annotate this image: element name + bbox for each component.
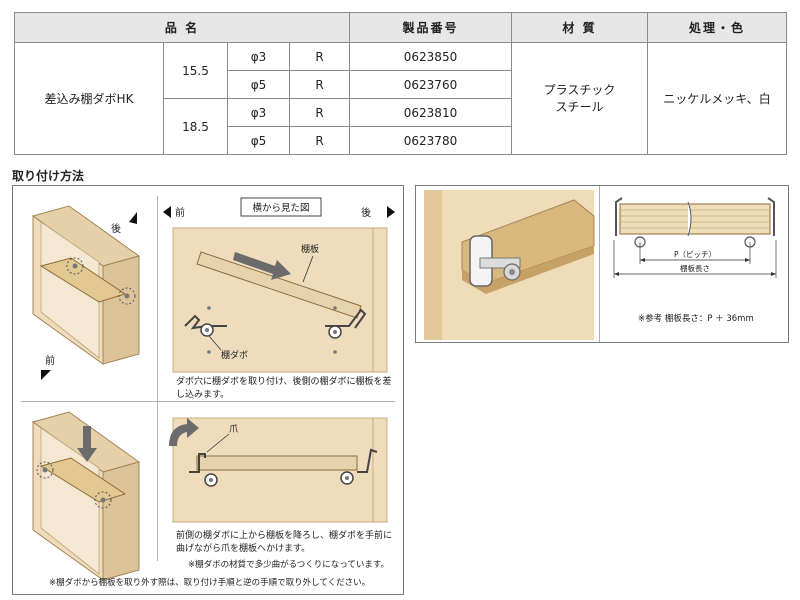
reference-note: ※参考 棚板長さ：P ＋ 36mm bbox=[638, 314, 754, 324]
removal-note: ※棚ダボから棚板を取り外す際は、取り付け手順と逆の手順で取り外してください。 bbox=[49, 578, 371, 588]
installation-panel: 後 前 前 後 横から見た図 棚板 棚ダボ ダボ穴に棚ダボを取り付け、後側の棚ダ… bbox=[12, 185, 404, 595]
code-cell: 0623760 bbox=[349, 70, 512, 99]
cabinet-step1-illustration: 後 前 bbox=[31, 205, 141, 380]
table-row: φ5 R 0623780 bbox=[15, 126, 787, 155]
horizontal-divider bbox=[21, 401, 395, 402]
material-cell: プラスチック スチール bbox=[511, 42, 648, 155]
side-view-step2-illustration: 爪 bbox=[169, 417, 388, 523]
r-cell: R bbox=[289, 126, 350, 155]
material-note: ※棚ダボの材質で多少曲がるつくりになっています。 bbox=[188, 560, 390, 570]
r-cell: R bbox=[289, 70, 350, 99]
view-label-box bbox=[240, 197, 322, 217]
table-row: 18.5 φ3 R 0623810 bbox=[15, 98, 787, 155]
code-cell: 0623810 bbox=[349, 98, 512, 127]
material-line-1: プラスチック bbox=[543, 82, 616, 97]
dia-cell: φ5 bbox=[227, 126, 290, 155]
dia-cell: φ5 bbox=[227, 70, 290, 99]
material-line-2: スチール bbox=[555, 99, 604, 114]
detail-divider bbox=[599, 186, 600, 342]
box-back-label: 後 bbox=[111, 222, 121, 235]
code-cell: 0623780 bbox=[349, 126, 512, 155]
length-label: 棚板長さ bbox=[680, 263, 710, 273]
table-row: φ5 R 0623760 bbox=[15, 70, 787, 99]
step1-caption: ダボ穴に棚ダボを取り付け、後側の棚ダボに棚板を差し込みます。 bbox=[176, 377, 392, 400]
header-code: 製品番号 bbox=[349, 12, 512, 43]
front-label: 前 bbox=[175, 206, 185, 219]
detail-panel: P（ピッチ） 棚板長さ ※参考 棚板長さ：P ＋ 36mm bbox=[415, 185, 789, 343]
table-row: 差込み棚ダボHK 15.5 φ3 R 0623850 プラスチック スチール ニ… bbox=[14, 42, 787, 155]
code-cell: 0623850 bbox=[349, 42, 512, 71]
rotate-arrow-icon bbox=[169, 418, 199, 446]
header-name: 品 名 bbox=[14, 12, 350, 43]
vertical-divider bbox=[157, 196, 158, 561]
r-cell: R bbox=[289, 42, 350, 71]
size-cell: 15.5 bbox=[163, 42, 228, 99]
front-triangle-icon bbox=[41, 370, 51, 380]
box-front-label: 前 bbox=[45, 354, 55, 367]
dimension-drawing: P（ピッチ） 棚板長さ bbox=[613, 197, 777, 278]
spec-table: 品 名 製品番号 材 質 処理・色 差込み棚ダボHK 15.5 φ3 R 062… bbox=[14, 12, 787, 155]
table-header-row: 品 名 製品番号 材 質 処理・色 bbox=[14, 12, 787, 43]
side-view-step1-illustration: 前 後 横から見た図 棚板 棚ダボ bbox=[163, 197, 395, 373]
size-cell: 18.5 bbox=[163, 98, 228, 155]
section-title: 取り付け方法 bbox=[12, 169, 85, 183]
back-arrow-icon bbox=[387, 206, 395, 218]
claw-label: 爪 bbox=[229, 424, 238, 435]
step2-caption: 前側の棚ダボに上から棚板を降ろし、棚ダボを手前に曲げながら爪を棚板へかけます。 bbox=[176, 531, 393, 554]
header-material: 材 質 bbox=[511, 12, 648, 43]
view-label: 横から見た図 bbox=[252, 202, 309, 214]
r-cell: R bbox=[289, 98, 350, 127]
header-finish: 処理・色 bbox=[647, 12, 787, 43]
dowel-label: 棚ダボ bbox=[221, 349, 248, 361]
back-label: 後 bbox=[361, 206, 371, 219]
insert-arrow-icon bbox=[233, 252, 291, 280]
back-triangle-icon bbox=[129, 212, 137, 224]
front-arrow-icon bbox=[163, 206, 171, 218]
product-name: 差込み棚ダボHK bbox=[14, 42, 164, 155]
dia-cell: φ3 bbox=[227, 98, 290, 127]
dia-cell: φ3 bbox=[227, 42, 290, 71]
shelf-label: 棚板 bbox=[301, 243, 319, 255]
cabinet-step2-illustration bbox=[31, 411, 141, 581]
pitch-label: P（ピッチ） bbox=[674, 250, 716, 259]
down-arrow-icon bbox=[77, 448, 97, 462]
finish-cell: ニッケルメッキ、白 bbox=[647, 42, 787, 155]
dowel-closeup-illustration bbox=[424, 190, 595, 340]
